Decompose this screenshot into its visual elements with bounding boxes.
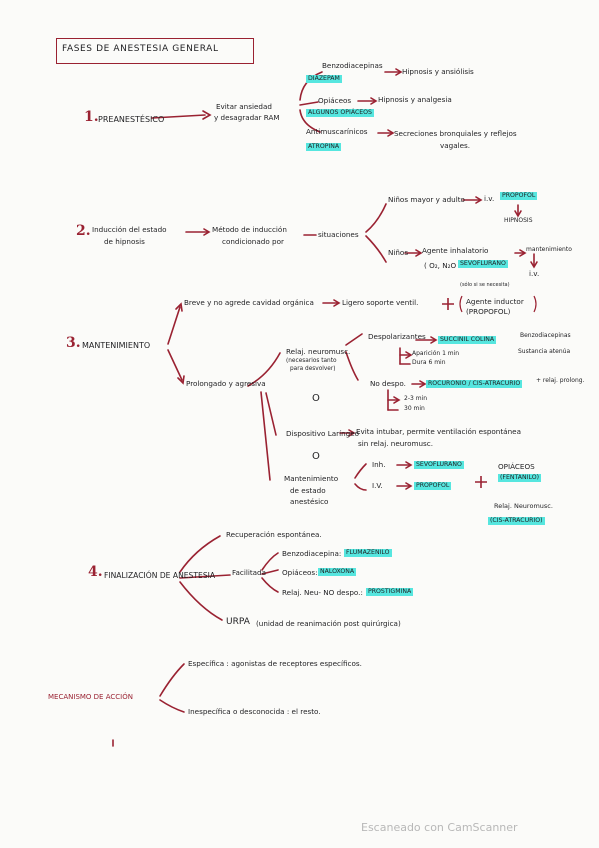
benzo-reversal-label: Benzodiacepina:	[282, 549, 342, 558]
propofol-highlight: PROPOFOL	[500, 192, 538, 201]
adults-label: Niños mayor y adulto	[388, 195, 465, 204]
laryngeal-effect-line2: sin relaj. neuromusc.	[358, 439, 434, 448]
hipnosis-label: HIPNOSIS	[504, 217, 533, 224]
onset-1-min: Aparición 1 min	[412, 350, 460, 357]
diazepam-highlight: DIAZEPAM	[306, 75, 342, 84]
opioids-effect: Hipnosis y analgesia	[378, 95, 452, 104]
spontaneous-recovery: Recuperación espontánea.	[226, 530, 322, 539]
propofol-label: (PROPOFOL)	[466, 307, 511, 316]
iv-label: i.v.	[484, 194, 495, 203]
maintenance-iv-label: mantenimiento	[526, 246, 572, 253]
inductor-agent-label: Agente inductor	[466, 297, 524, 306]
page-title: FASES DE ANESTESIA GENERAL	[62, 44, 219, 54]
duration-6-min: Dura 6 min	[412, 359, 446, 366]
iv-small-label: i.v.	[529, 269, 540, 278]
flumazenil-highlight: FLUMAZENILO	[344, 549, 392, 558]
situations-label: situaciones	[318, 230, 359, 239]
sevoflurane-highlight: SEVOFLURANO	[458, 260, 508, 269]
sustained-label: Sustancia atenúa	[518, 348, 571, 355]
benzo-effect: Hipnosis y ansiólisis	[402, 67, 474, 76]
maintenance-line3: anestésico	[290, 497, 329, 506]
fentanyl-highlight: (FENTANILO)	[498, 474, 542, 483]
rocuronium-highlight: ROCURONIO / CIS-ATRACURIO	[426, 380, 523, 389]
phase-1-number: 1.	[84, 109, 99, 125]
urpa-description: (unidad de reanimación post quirúrgica)	[256, 619, 401, 628]
title-box	[56, 38, 254, 64]
phase-2-number: 2.	[76, 223, 91, 239]
opioid-reversal-label: Opiáceos:	[282, 568, 318, 577]
maintenance-line1: Mantenimiento	[284, 474, 339, 483]
naloxone-highlight: NALOXONA	[318, 568, 357, 577]
or-marker-1: O	[312, 393, 320, 404]
iv-maint-label: I.V.	[372, 481, 383, 490]
onset-2-3-min: 2-3 min	[404, 395, 428, 402]
prolonged-label: Prolongado y agresiva	[186, 379, 266, 388]
brief-label: Breve y no agrede cavidad orgánica	[184, 298, 314, 307]
phase-1-goal-line1: Evitar ansiedad	[216, 102, 272, 111]
opioids-label: Opiáceos	[318, 96, 352, 105]
phase-3-label: MANTENIMIENTO	[82, 341, 151, 350]
relaj-note-line2: para desvolver)	[290, 366, 336, 372]
kids-label: Niños	[388, 248, 409, 257]
propofol-maint-highlight: PROPOFOL	[414, 482, 452, 491]
method-line2: condicionado por	[222, 237, 284, 246]
or-marker-2: O	[312, 451, 320, 462]
laryngeal-effect-line1: Evita intubar, permite ventilación espon…	[356, 427, 521, 436]
light-support-label: Ligero soporte ventil.	[342, 298, 419, 307]
depolarizing-label: Despolarizantes	[368, 332, 426, 341]
relaj-neuromusc-label: Relaj. neuromusc.	[286, 347, 351, 356]
inhal-agent-label: Agente inhalatorio	[422, 246, 489, 255]
phase-1-goal-line2: y desagradar RAM	[214, 113, 280, 122]
succinylcholine-highlight: SUCCINIL COLINA	[438, 336, 497, 345]
phase-2-label-line2: de hipnosis	[104, 237, 145, 246]
sevoflurane-maint-highlight: SEVOFLURANO	[414, 461, 464, 470]
o2-n2o-label: ( O₂, N₂O	[424, 261, 457, 270]
phase-3-number: 3.	[66, 335, 81, 351]
some-opioids-highlight: ALGUNOS OPIÁCEOS	[306, 109, 374, 118]
phase-1-label: PREANESTÉSICO	[98, 115, 165, 124]
camscanner-watermark: Escaneado con CamScanner	[361, 821, 518, 834]
nonspecific-mechanism: Inespecífica o desconocida : el resto.	[188, 707, 321, 716]
laryngeal-device-label: Dispositivo Laríngeo	[286, 429, 360, 438]
antimusc-effect-line2: vagales.	[440, 141, 471, 150]
phase-2-label-line1: Inducción del estado	[92, 225, 167, 234]
benzo-label: Benzodiacepinas	[322, 61, 383, 70]
maintenance-line2: de estado	[290, 486, 326, 495]
prolonged-relax-label: + relaj. prolong.	[536, 377, 585, 384]
prostigmine-highlight: PROSTIGMINA	[366, 588, 414, 597]
relaj-reversal-label: Relaj. Neu- NO despo.:	[282, 588, 363, 597]
opioids-maint-label: OPIÁCEOS	[498, 462, 535, 471]
method-line1: Método de inducción	[212, 225, 287, 234]
mechanism-label: MECANISMO DE ACCIÓN	[48, 693, 133, 701]
duration-30-min: 30 min	[404, 405, 425, 412]
inhaled-label: Inh.	[372, 460, 386, 469]
only-if-needed-note: (sólo si se necesita)	[460, 282, 510, 288]
antimusc-label: Antimuscarínicos	[306, 127, 368, 136]
relaj-neuromusc-maint: Relaj. Neuromusc.	[494, 502, 553, 510]
cisatracurium-highlight: (CIS-ATRACURIO)	[488, 517, 545, 526]
non-depolarizing-label: No despo.	[370, 379, 406, 388]
atropine-highlight: ATROPINA	[306, 143, 342, 152]
phase-4-number: 4.	[88, 564, 103, 580]
antimusc-effect-line1: Secreciones bronquiales y reflejos	[394, 129, 517, 138]
specific-mechanism: Específica : agonistas de receptores esp…	[188, 659, 362, 668]
urpa-label: URPA	[226, 617, 250, 627]
relaj-note-line1: (necesarios tanto	[286, 358, 337, 364]
benzo-side-label: Benzodiacepinas	[520, 332, 571, 339]
phase-4-label: FINALIZACIÓN DE ANESTESIA	[104, 571, 216, 580]
facilitated-label: Facilitada	[232, 568, 267, 577]
